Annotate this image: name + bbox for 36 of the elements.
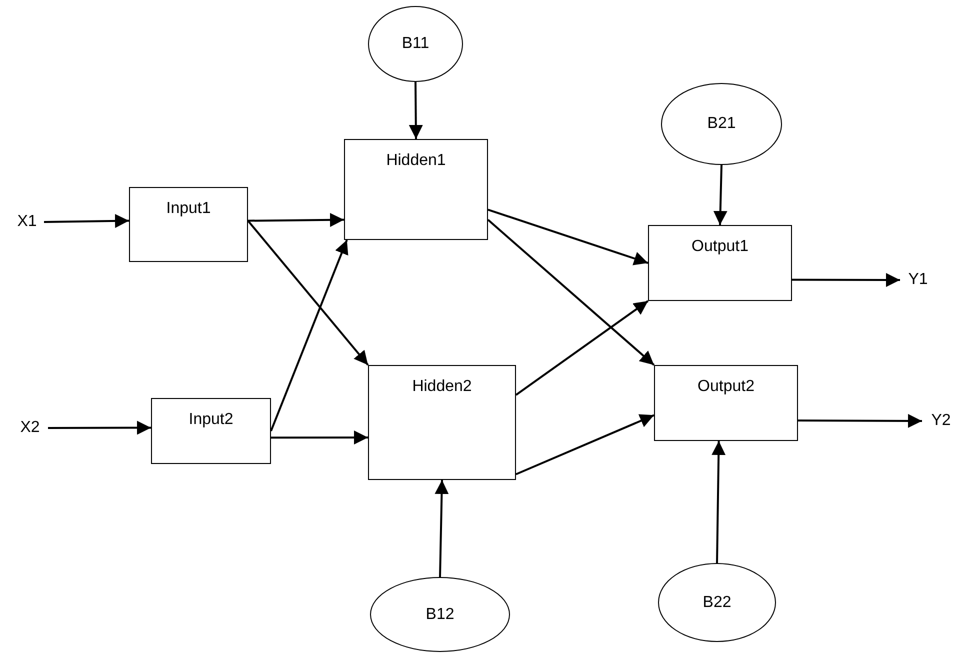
process-box — [648, 225, 792, 301]
node-label: B11 — [402, 35, 430, 53]
node-label: Hidden2 — [411, 378, 473, 396]
node-label: B21 — [707, 115, 736, 133]
node-label: Output2 — [696, 378, 756, 396]
arrow — [798, 414, 922, 428]
node-label: B12 — [426, 606, 454, 624]
signal-label: Y2 — [922, 409, 960, 433]
arrow — [516, 414, 654, 476]
arrow — [434, 480, 449, 578]
node-label: Input1 — [165, 200, 212, 218]
signal-label: Y1 — [900, 268, 936, 292]
process-box — [129, 187, 248, 262]
node-label: Hidden1 — [385, 152, 447, 170]
signal-label: X1 — [10, 210, 44, 234]
arrow — [712, 440, 726, 564]
arrow — [271, 430, 368, 444]
process-box — [368, 365, 516, 480]
signal-label: X2 — [12, 416, 48, 440]
arrow — [713, 164, 728, 226]
node-label: B22 — [702, 594, 732, 612]
node-label: Output1 — [690, 238, 750, 256]
process-box — [151, 398, 271, 464]
arrow — [44, 214, 130, 228]
arrow — [408, 82, 423, 140]
arrow — [248, 212, 344, 227]
arrow — [270, 240, 348, 432]
arrow — [515, 300, 649, 396]
node-label: Input2 — [188, 411, 234, 429]
arrow — [48, 420, 151, 435]
arrow — [792, 272, 900, 287]
process-box — [654, 365, 798, 441]
arrow — [488, 208, 648, 266]
arrow — [247, 220, 369, 366]
process-box — [344, 139, 488, 240]
arrow — [487, 219, 655, 366]
